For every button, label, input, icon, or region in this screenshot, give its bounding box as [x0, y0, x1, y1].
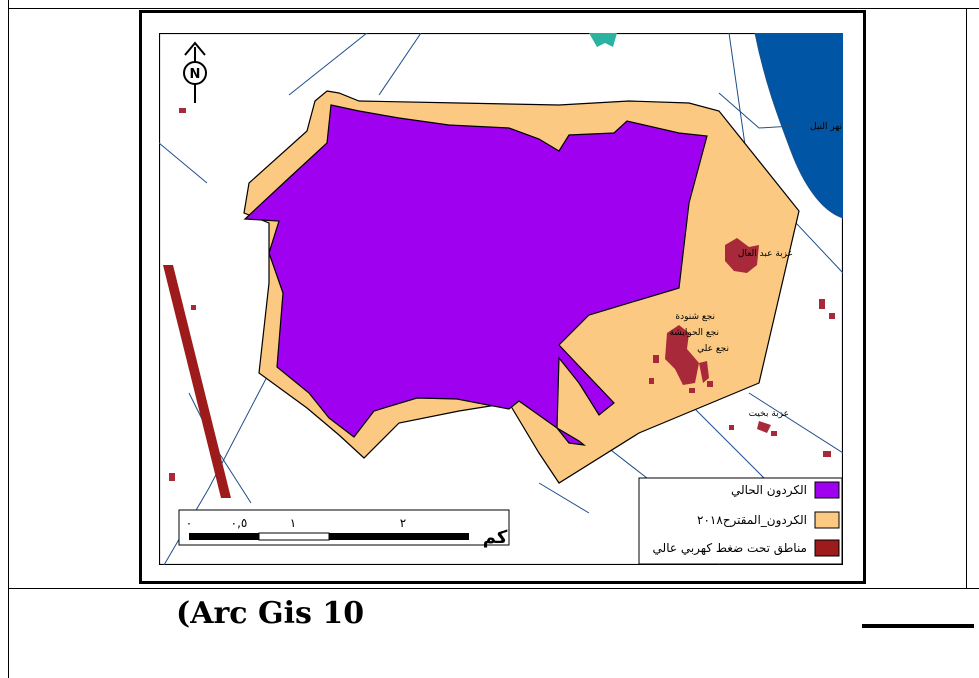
village-patch [729, 425, 734, 430]
legend-swatch-high-voltage [814, 539, 840, 557]
village-nagaa-ali [699, 361, 709, 383]
current-boundary [243, 104, 708, 446]
road [748, 392, 843, 454]
scale-segment [258, 532, 330, 541]
road [288, 33, 368, 96]
scale-segment [189, 533, 259, 540]
north-arrow-icon: N [183, 41, 207, 103]
village-ezbet-abd-elaal [725, 238, 759, 273]
scale-bar: ٠ ٠,٥ ١ ٢ كم [178, 509, 510, 548]
village-patch [191, 305, 196, 310]
legend: الكردون الحالي الكردون_المقترح٢٠١٨ مناطق… [638, 477, 843, 565]
map: نهر النيل عزبة عبد العال نجع شنودة نجع ا… [159, 33, 843, 565]
village-patch [649, 378, 654, 384]
village-patch [169, 473, 175, 481]
village-ezbet-bekheet [757, 421, 771, 433]
page-border-right [966, 8, 967, 588]
village-patch [819, 299, 825, 309]
road [159, 142, 208, 184]
scale-tick-1: ١ [290, 516, 296, 530]
scale-tick-05: ٠,٥ [231, 516, 248, 530]
road [378, 33, 422, 96]
scale-tick-2: ٢ [400, 516, 406, 530]
high-voltage-corridor [163, 265, 231, 498]
caption-dash [862, 624, 974, 628]
legend-label-high-voltage: مناطق تحت ضغط كهربي عالي [653, 541, 807, 556]
village-patch [179, 108, 186, 113]
village-patch [771, 431, 777, 436]
village-patch [829, 313, 835, 319]
scale-segment [329, 533, 469, 540]
label-nagaa-shnouda: نجع شنودة [675, 312, 715, 322]
scale-unit: كم [483, 527, 508, 548]
legend-label-current: الكردون الحالي [731, 483, 807, 498]
scale-tick-0: ٠ [186, 516, 192, 530]
north-arrow-letter: N [190, 67, 201, 82]
page-border-top [8, 8, 979, 9]
nile-bank [754, 33, 843, 219]
village-patches [169, 108, 835, 481]
teal-patch [589, 33, 617, 47]
village-patch [823, 451, 831, 457]
page-divider [8, 588, 979, 589]
label-nagaa-ali: نجع علي [697, 344, 729, 354]
road [538, 482, 590, 514]
page-border-left [8, 0, 9, 678]
label-nile: نهر النيل [810, 122, 842, 132]
legend-swatch-proposed [814, 511, 840, 529]
label-ezbet-abd-elaal: عزبة عبد العال [738, 249, 793, 259]
figure-caption: (Arc Gis 10 [176, 596, 365, 631]
village-patch [653, 355, 659, 363]
legend-box [638, 477, 843, 565]
label-nagaa-elhawaesh: نجع الحوايشة [669, 328, 719, 338]
village-patch [707, 381, 713, 387]
legend-swatch-current [814, 481, 840, 499]
label-ezbet-bekheet: عزبة بخيت [749, 409, 789, 419]
road [718, 92, 843, 129]
village-patch [689, 388, 695, 393]
village-nagaa-shnouda [665, 325, 699, 385]
legend-label-proposed: الكردون_المقترح٢٠١٨ [697, 513, 807, 528]
